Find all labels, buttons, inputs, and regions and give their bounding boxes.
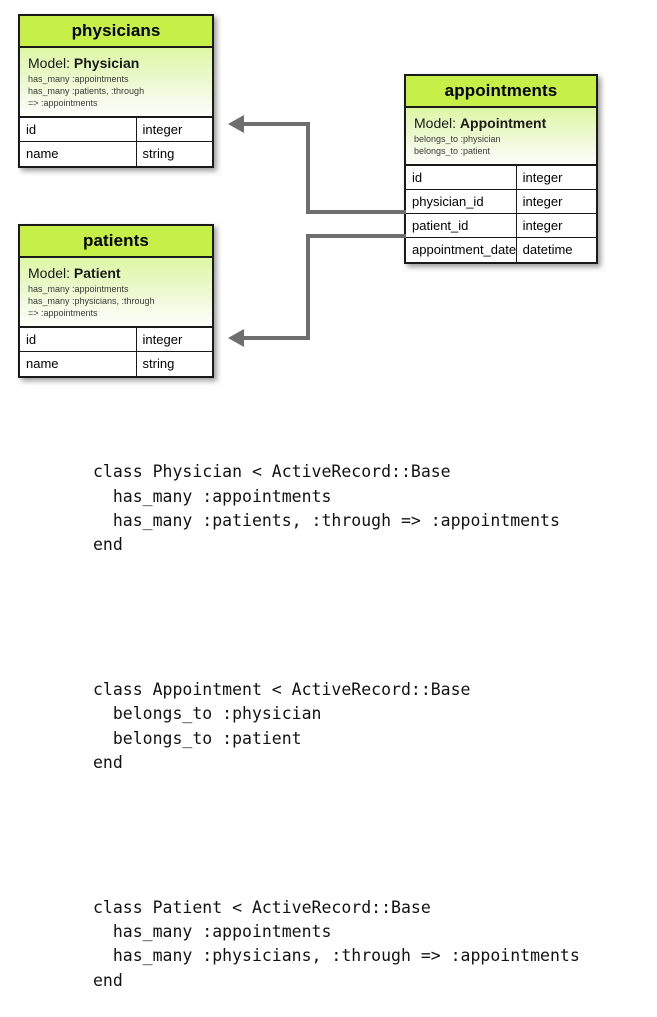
model-name: Patient bbox=[73, 265, 121, 281]
connector-physician-fk-horizontal-left bbox=[244, 122, 310, 126]
table-row[interactable]: id integer bbox=[406, 165, 596, 190]
entity-physicians-title: physicians bbox=[20, 16, 212, 48]
column-name: name bbox=[20, 141, 137, 166]
model-assoc-line: has_many :appointments bbox=[28, 284, 129, 295]
column-type: integer bbox=[142, 121, 183, 137]
connector-patient-fk-horizontal-left bbox=[244, 336, 310, 340]
entity-patients-model: Model: Patient has_many :appointments ha… bbox=[20, 258, 212, 328]
entity-physicians-model: Model: Physician has_many :appointments … bbox=[20, 48, 212, 118]
entity-appointments[interactable]: appointments Model: Appointment belongs_… bbox=[404, 74, 598, 264]
column-name: appointment_date bbox=[406, 237, 517, 262]
table-row[interactable]: appointment_date datetime bbox=[406, 237, 596, 262]
entity-appointments-model: Model: Appointment belongs_to :physician… bbox=[406, 108, 596, 166]
arrowhead-to-physicians-id bbox=[228, 115, 244, 133]
code-block-appointment: class Appointment < ActiveRecord::Base b… bbox=[93, 680, 471, 772]
column-type: integer bbox=[142, 331, 183, 347]
model-label: Model: bbox=[28, 55, 71, 71]
arrowhead-to-patients-id bbox=[228, 329, 244, 347]
connector-patient-fk-horizontal-right bbox=[306, 234, 406, 238]
model-assoc-line: has_many :physicians, :through bbox=[28, 295, 155, 306]
code-block-physician: class Physician < ActiveRecord::Base has… bbox=[93, 462, 560, 555]
table-row[interactable]: id integer bbox=[20, 327, 212, 352]
connector-physician-fk-vertical bbox=[306, 122, 310, 214]
connector-patient-fk-vertical bbox=[306, 234, 310, 340]
model-label: Model: bbox=[414, 115, 457, 131]
table-row[interactable]: physician_id integer bbox=[406, 189, 596, 214]
column-name: id bbox=[406, 165, 517, 189]
connector-physician-fk-horizontal-right bbox=[306, 210, 406, 214]
column-type: string bbox=[142, 356, 175, 372]
column-type: integer bbox=[522, 193, 563, 209]
table-row[interactable]: patient_id integer bbox=[406, 213, 596, 238]
code-spacer bbox=[93, 606, 580, 630]
column-name: physician_id bbox=[406, 189, 517, 213]
entity-patients[interactable]: patients Model: Patient has_many :appoin… bbox=[18, 224, 214, 378]
column-name: id bbox=[20, 117, 137, 141]
model-name: Physician bbox=[73, 55, 140, 71]
column-type: datetime bbox=[522, 242, 573, 258]
table-row[interactable]: name string bbox=[20, 141, 212, 166]
model-name: Appointment bbox=[459, 115, 547, 131]
model-title: Model: Appointment bbox=[414, 115, 588, 131]
model-title: Model: Patient bbox=[28, 265, 204, 281]
column-type: integer bbox=[522, 169, 563, 185]
code-spacer bbox=[93, 823, 580, 847]
entity-appointments-title: appointments bbox=[406, 76, 596, 108]
model-assoc-line: belongs_to :patient bbox=[414, 145, 491, 156]
table-row[interactable]: id integer bbox=[20, 117, 212, 142]
column-type: string bbox=[142, 146, 175, 162]
model-title: Model: Physician bbox=[28, 55, 204, 71]
column-name: name bbox=[20, 351, 137, 376]
code-block-patient: class Patient < ActiveRecord::Base has_m… bbox=[93, 898, 580, 990]
model-assoc-line: has_many :appointments bbox=[28, 74, 129, 85]
model-label: Model: bbox=[28, 265, 71, 281]
column-name: id bbox=[20, 327, 137, 351]
model-assoc-line: has_many :patients, :through bbox=[28, 85, 145, 96]
column-name: patient_id bbox=[406, 213, 517, 237]
model-assoc-line: => :appointments bbox=[28, 307, 98, 318]
column-type: integer bbox=[522, 217, 563, 233]
table-row[interactable]: name string bbox=[20, 351, 212, 376]
model-assoc-line: => :appointments bbox=[28, 97, 98, 108]
entity-patients-title: patients bbox=[20, 226, 212, 258]
code-listing: class Physician < ActiveRecord::Base has… bbox=[93, 412, 580, 1017]
entity-physicians[interactable]: physicians Model: Physician has_many :ap… bbox=[18, 14, 214, 168]
model-assoc-line: belongs_to :physician bbox=[414, 134, 501, 145]
